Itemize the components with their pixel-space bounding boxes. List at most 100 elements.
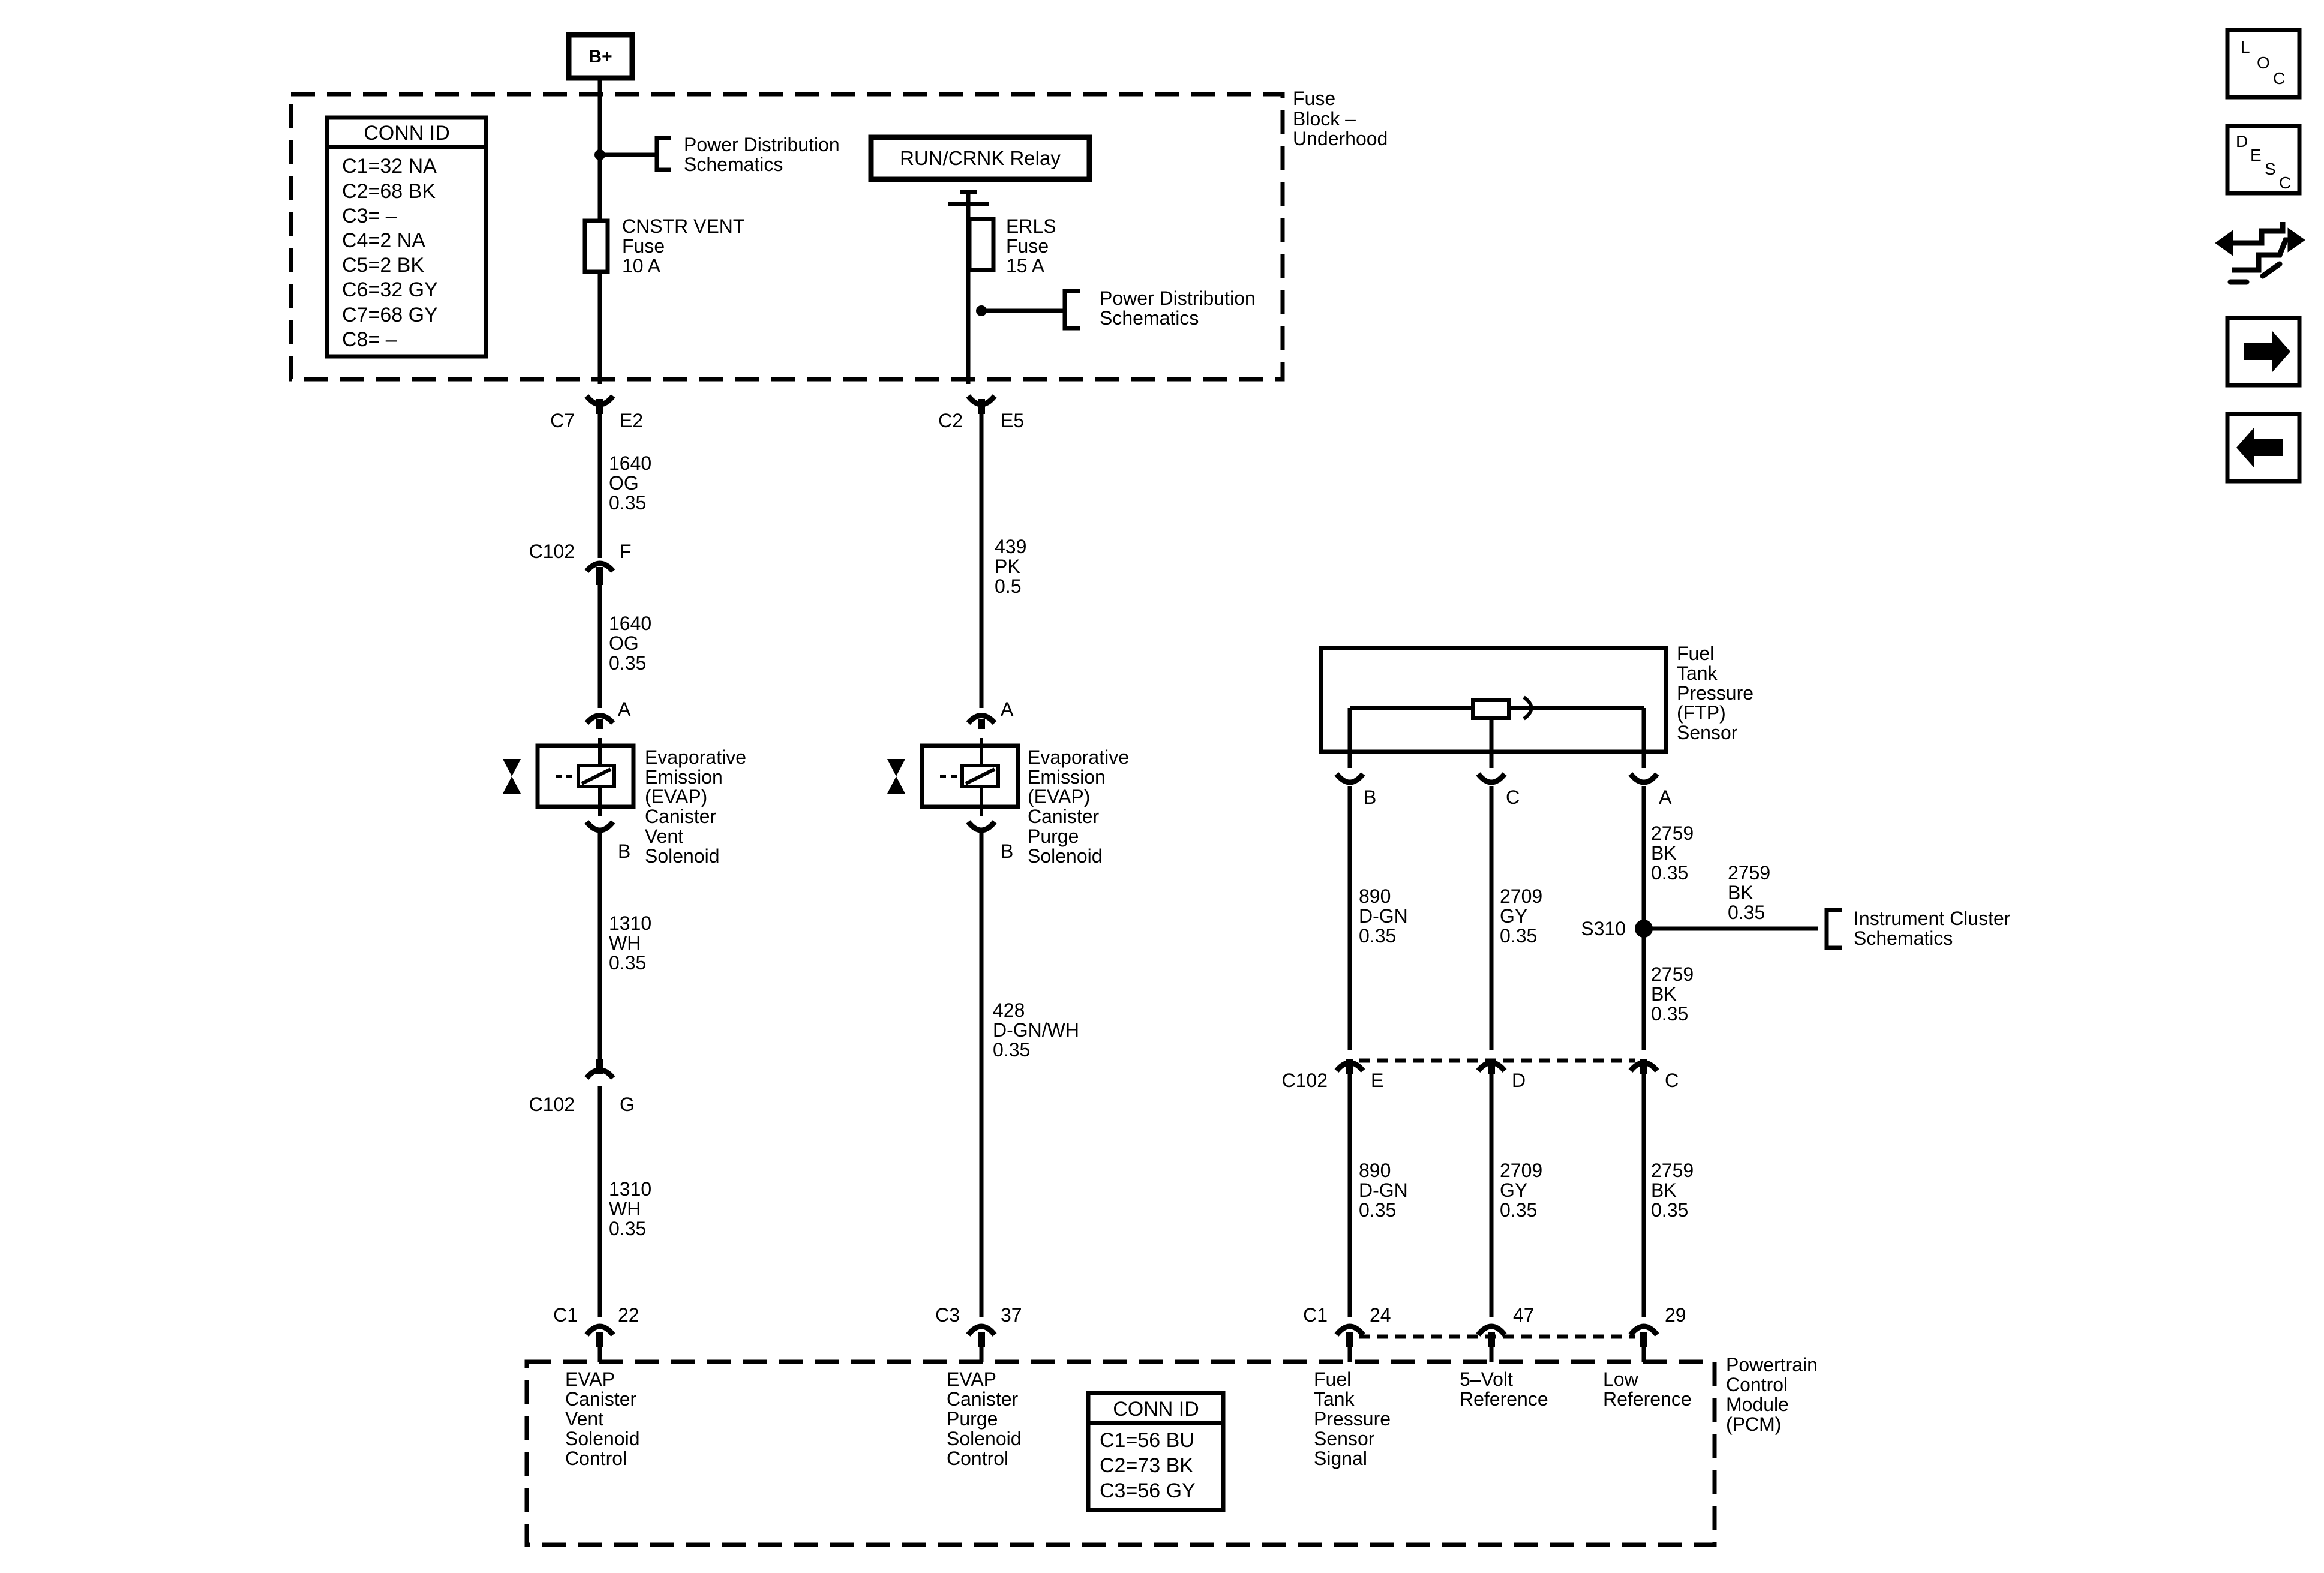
back-arrow-icon[interactable] [2225, 412, 2302, 484]
pin-label: A [618, 698, 631, 720]
pcm-func-purge: Purge [947, 1408, 998, 1430]
pcm-func-purge: EVAP [947, 1368, 996, 1390]
pcm-outline [524, 1359, 1717, 1547]
fuse-conn-id-entry: C4=2 NA [342, 229, 425, 252]
power-dist-link-2[interactable]: Schematics [1100, 307, 1199, 329]
wire-label: 439 [995, 536, 1026, 557]
fuse-conn-id-entry: C1=32 NA [342, 155, 437, 178]
wire-label: 0.35 [609, 952, 646, 974]
wire-label: GY [1500, 1179, 1527, 1201]
fuse-conn-id-entry: C6=32 GY [342, 278, 438, 301]
purge-solenoid-label: Solenoid [1028, 845, 1103, 867]
fuse-erls-label: ERLS [1006, 215, 1056, 237]
pcm-func-5v: 5–Volt [1460, 1368, 1513, 1390]
wire-label: 2759 [1651, 822, 1694, 844]
power-dist-link-2[interactable]: Power Distribution [1100, 287, 1256, 309]
wire-label: BK [1728, 882, 1753, 903]
pin-label: 37 [1001, 1304, 1022, 1326]
fuse-cnstr-label: Fuse [622, 235, 665, 257]
fuse-block-name-1: Fuse [1293, 88, 1335, 109]
wire-label: D-GN [1359, 905, 1408, 927]
loc-letter: L [2241, 38, 2250, 56]
wire-label: 890 [1359, 885, 1391, 907]
purge-solenoid-label: Canister [1028, 806, 1100, 827]
pcm-func-low: Low [1603, 1368, 1639, 1390]
wire-label: 0.35 [609, 492, 646, 514]
connector-label: C1 [553, 1304, 578, 1326]
wire-label: 0.35 [993, 1039, 1030, 1061]
loc-letter: C [2273, 69, 2285, 88]
pcm-func-purge: Solenoid [947, 1428, 1022, 1449]
power-dist-link-1[interactable]: Power Distribution [684, 134, 840, 155]
desc-button[interactable]: D E S C [2225, 124, 2302, 196]
wire-label: OG [609, 472, 639, 494]
pin-label: B [618, 840, 630, 862]
wire-label: 428 [993, 999, 1025, 1021]
pin-label: B [1001, 840, 1013, 862]
pcm-func-ftp: Sensor [1314, 1428, 1375, 1449]
fuse-conn-id-entry: C5=2 BK [342, 254, 424, 277]
wire-label: 0.35 [1728, 902, 1765, 923]
power-dist-link-1[interactable]: Schematics [684, 154, 783, 175]
wire-label: 1310 [609, 912, 651, 934]
wire-label: BK [1651, 1179, 1677, 1201]
connector-label: C7 [550, 410, 575, 431]
loc-button[interactable]: L O C [2225, 28, 2302, 100]
instrument-cluster-link[interactable]: Instrument Cluster [1854, 908, 2011, 929]
vent-solenoid-label: Vent [645, 825, 683, 847]
ftp-sensor-label: (FTP) [1677, 702, 1726, 724]
pcm-func-vent: Solenoid [565, 1428, 640, 1449]
pcm-conn-id-title: CONN ID [1113, 1398, 1199, 1421]
wire-label: 1310 [609, 1178, 651, 1200]
wire-label: WH [609, 1198, 641, 1220]
fuse-conn-id-title: CONN ID [364, 122, 450, 145]
pcm-func-purge: Control [947, 1448, 1008, 1469]
pcm-conn-id-entry: C2=73 BK [1100, 1454, 1193, 1477]
wire-label: 0.35 [1359, 1199, 1396, 1221]
fuse-conn-id-entry: C8= – [342, 328, 397, 351]
wire-label: BK [1651, 842, 1677, 864]
pcm-func-vent: Vent [565, 1408, 603, 1430]
wire-label: D-GN [1359, 1179, 1408, 1201]
fuse-block-name-2: Block – [1293, 108, 1356, 130]
relay-label: RUN/CRNK Relay [900, 147, 1061, 169]
wire-label: BK [1651, 983, 1677, 1005]
vent-solenoid-label: Canister [645, 806, 717, 827]
pin-label: C [1506, 786, 1520, 808]
ftp-sensor-label: Tank [1677, 662, 1718, 684]
connector-icon[interactable] [2215, 222, 2305, 285]
pcm-name: (PCM) [1726, 1413, 1781, 1435]
cnstr-vent-fuse [582, 218, 610, 274]
pcm-func-ftp: Pressure [1314, 1408, 1391, 1430]
wire-label: 2709 [1500, 1160, 1542, 1181]
connector-label: C1 [1303, 1304, 1328, 1326]
desc-letter: E [2250, 146, 2262, 164]
evap-vent-solenoid [535, 743, 636, 809]
loc-letter: O [2257, 53, 2270, 72]
purge-solenoid-label: Evaporative [1028, 746, 1129, 768]
fuse-block-outline [289, 92, 1285, 382]
purge-solenoid-label: Emission [1028, 766, 1106, 788]
instrument-cluster-link[interactable]: Schematics [1854, 927, 1953, 949]
pin-label: D [1512, 1070, 1526, 1091]
pcm-func-ftp: Fuel [1314, 1368, 1351, 1390]
wire-label: 1640 [609, 613, 651, 634]
pcm-name: Control [1726, 1374, 1788, 1395]
wire-label: D-GN/WH [993, 1019, 1079, 1041]
pin-label: 22 [618, 1304, 639, 1326]
wire-label: GY [1500, 905, 1527, 927]
desc-letter: C [2279, 173, 2291, 192]
vent-solenoid-label: Solenoid [645, 845, 720, 867]
forward-arrow-icon[interactable] [2225, 316, 2302, 388]
pcm-func-vent: Canister [565, 1388, 637, 1410]
wire-label: PK [995, 556, 1020, 577]
wire-label: 1640 [609, 452, 651, 474]
desc-letter: S [2265, 160, 2276, 178]
purge-solenoid-label: (EVAP) [1028, 786, 1090, 807]
fuse-block-name-3: Underhood [1293, 128, 1388, 149]
wire-label: 0.35 [1651, 1003, 1688, 1025]
fuse-cnstr-label: 10 A [622, 255, 661, 277]
pin-label: A [1001, 698, 1014, 720]
pcm-name: Powertrain [1726, 1354, 1818, 1376]
